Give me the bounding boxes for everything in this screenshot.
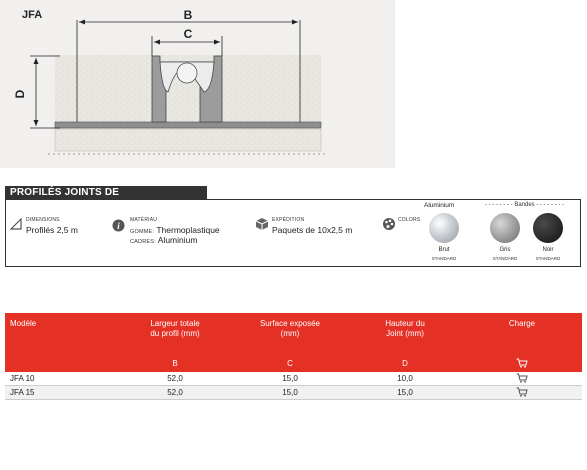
header-surface-line1: Surface exposée	[259, 319, 321, 328]
bandes-label: - - - - - - - - Bandes - - - - - - - -	[485, 202, 564, 208]
header-height: Hauteur du Joint (mm)	[355, 319, 455, 339]
table-row: JFA 10 52,0 15,0 10,0	[5, 372, 582, 386]
product-code: JFA	[22, 9, 43, 21]
swatch-gris	[490, 213, 520, 243]
swatch-noir-standard: STANDARD	[535, 256, 561, 261]
code-c: C	[287, 359, 293, 368]
dim-label-c: C	[184, 27, 193, 41]
shipping-label: EXPÉDITION	[272, 217, 305, 223]
header-surface-line2: (mm)	[280, 329, 300, 338]
frame-key: CADRES:	[130, 239, 156, 245]
row-b: 52,0	[167, 374, 183, 383]
swatch-brut-standard: STANDARD	[431, 256, 457, 261]
code-b: B	[172, 359, 178, 368]
aluminium-label: Aluminium	[424, 202, 455, 209]
profile-cross-section: B C D	[13, 8, 325, 155]
section-title: PROFILÉS JOINTS DE FRACTIONNEMENT	[5, 186, 207, 211]
palette-icon	[383, 218, 395, 230]
rubber-value: Thermoplastique	[156, 225, 220, 235]
material-line-rubber: GOMME: Thermoplastique	[130, 225, 220, 235]
colors-label: COLORS	[398, 217, 421, 223]
header-model: Modèle	[10, 319, 37, 328]
model-table: Modèle Largeur totale du profil (mm) Sur…	[5, 313, 582, 400]
ruler-triangle-icon	[10, 218, 22, 230]
dim-label-d: D	[13, 89, 27, 98]
row-d: 15,0	[397, 388, 413, 397]
dim-label-b: B	[184, 8, 193, 22]
dimensions-value: Profilés 2,5 m	[26, 225, 78, 235]
swatch-brut	[429, 213, 459, 243]
swatch-brut-name: Brut	[438, 247, 450, 253]
header-height-line1: Hauteur du	[385, 319, 425, 328]
info-icon: i	[112, 219, 125, 232]
code-d: D	[402, 359, 408, 368]
table-row: JFA 15 52,0 15,0 15,0	[5, 386, 582, 400]
svg-text:i: i	[117, 221, 120, 231]
technical-drawing: JFA	[0, 0, 395, 168]
substrate-layer	[54, 128, 322, 152]
load-cart-icon	[516, 373, 528, 383]
load-cart-icon	[516, 387, 528, 397]
header-load: Charge	[508, 319, 536, 328]
material-line-frame: CADRES: Aluminium	[130, 235, 197, 245]
swatch-noir-name: Noir	[542, 247, 554, 253]
table-header: Modèle Largeur totale du profil (mm) Sur…	[5, 313, 582, 372]
swatch-gris-name: Gris	[499, 247, 511, 253]
material-label: MATÉRIAU	[130, 217, 158, 223]
header-height-line2: Joint (mm)	[386, 329, 424, 338]
header-width-line1: Largeur totale	[150, 319, 200, 328]
header-width-line2: du profil (mm)	[150, 329, 200, 338]
row-c: 15,0	[282, 388, 298, 397]
header-width: Largeur totale du profil (mm)	[125, 319, 225, 339]
shipping-value: Paquets de 10x2,5 m	[272, 225, 353, 235]
row-d: 10,0	[397, 374, 413, 383]
row-c: 15,0	[282, 374, 298, 383]
load-cart-icon	[516, 358, 528, 368]
row-model: JFA 15	[10, 388, 35, 397]
swatch-noir	[533, 213, 563, 243]
row-model: JFA 10	[10, 374, 35, 383]
spec-panel: DIMENSIONS Profilés 2,5 m i MATÉRIAU GOM…	[5, 199, 581, 267]
swatch-gris-standard: STANDARD	[492, 256, 518, 261]
rubber-key: GOMME:	[130, 229, 155, 235]
box-icon	[255, 218, 269, 230]
dimensions-label: DIMENSIONS	[26, 217, 60, 223]
header-surface: Surface exposée (mm)	[240, 319, 340, 339]
frame-value: Aluminium	[157, 235, 198, 245]
row-b: 52,0	[167, 388, 183, 397]
